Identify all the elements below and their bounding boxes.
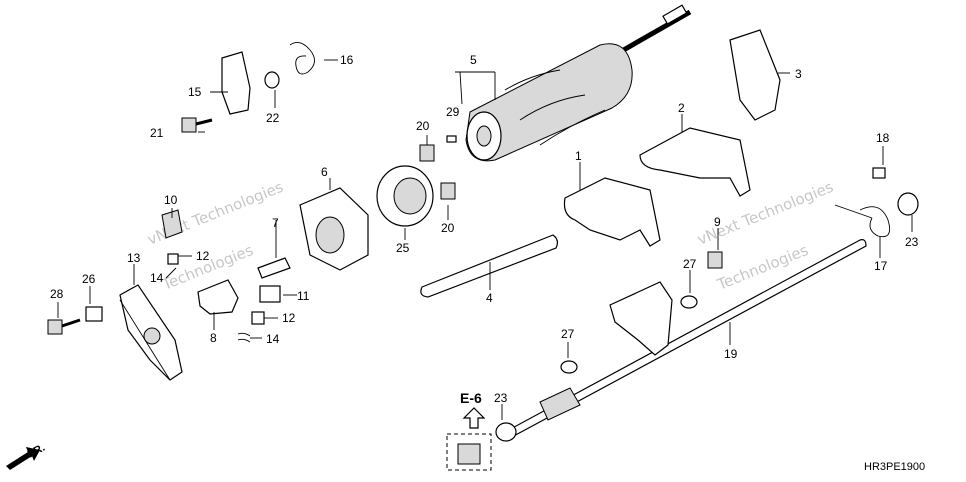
callout-29: 29 — [446, 105, 460, 119]
bearing — [376, 165, 434, 227]
springs — [289, 41, 891, 238]
callout-1: 1 — [575, 149, 582, 163]
callout-2: 2 — [678, 101, 685, 115]
guide-plate — [119, 284, 183, 381]
callout-15: 15 — [188, 85, 202, 99]
gearshift-spindle — [504, 239, 867, 439]
callout-14-upper: 14 — [150, 271, 164, 285]
callout-17: 17 — [874, 259, 888, 273]
callout-4: 4 — [486, 291, 493, 305]
callout-12-upper: 12 — [196, 249, 210, 263]
callout-26: 26 — [82, 272, 96, 286]
shift-drum — [465, 4, 692, 162]
callout-13: 13 — [127, 251, 141, 265]
callout-14-lower: 14 — [266, 332, 280, 346]
clips-washers — [495, 167, 919, 442]
callout-labels: 1 2 3 4 5 6 7 8 9 10 11 12 12 13 14 14 1… — [50, 53, 919, 405]
callout-10: 10 — [164, 193, 178, 207]
reference-label: E-6 — [460, 390, 482, 406]
diagram-code: HR3PE1900 — [864, 461, 925, 473]
callout-22: 22 — [266, 111, 280, 125]
callout-27-lower: 27 — [561, 327, 575, 341]
callout-21: 21 — [150, 126, 164, 140]
front-arrow: FR. — [6, 442, 47, 470]
watermark-text-4: Technologies — [714, 241, 811, 294]
callout-7: 7 — [272, 216, 279, 230]
callout-3: 3 — [795, 67, 802, 81]
callout-19: 19 — [724, 347, 738, 361]
callout-25: 25 — [396, 241, 410, 255]
callout-9: 9 — [714, 215, 721, 229]
callout-12-lower: 12 — [282, 311, 296, 325]
reference-e6: E-6 — [446, 390, 492, 471]
fork-shaft — [420, 234, 559, 298]
watermark-text-3: vNext Technologies — [695, 178, 836, 249]
callout-5: 5 — [470, 53, 477, 67]
callout-16: 16 — [340, 53, 354, 67]
front-label: FR. — [26, 442, 47, 461]
callout-23-right: 23 — [905, 235, 919, 249]
callout-18: 18 — [876, 131, 890, 145]
leader-lines — [57, 59, 913, 420]
shift-cam-group — [161, 187, 369, 343]
callout-11: 11 — [297, 289, 310, 303]
callout-8: 8 — [210, 331, 217, 345]
callout-27-upper: 27 — [683, 257, 697, 271]
shift-forks — [563, 29, 781, 247]
callout-28: 28 — [50, 287, 64, 301]
callout-23-bottom: 23 — [494, 391, 508, 405]
callout-20-lower: 20 — [441, 221, 455, 235]
bolts — [47, 306, 103, 335]
callout-6: 6 — [321, 165, 328, 179]
callout-20-upper: 20 — [416, 119, 430, 133]
